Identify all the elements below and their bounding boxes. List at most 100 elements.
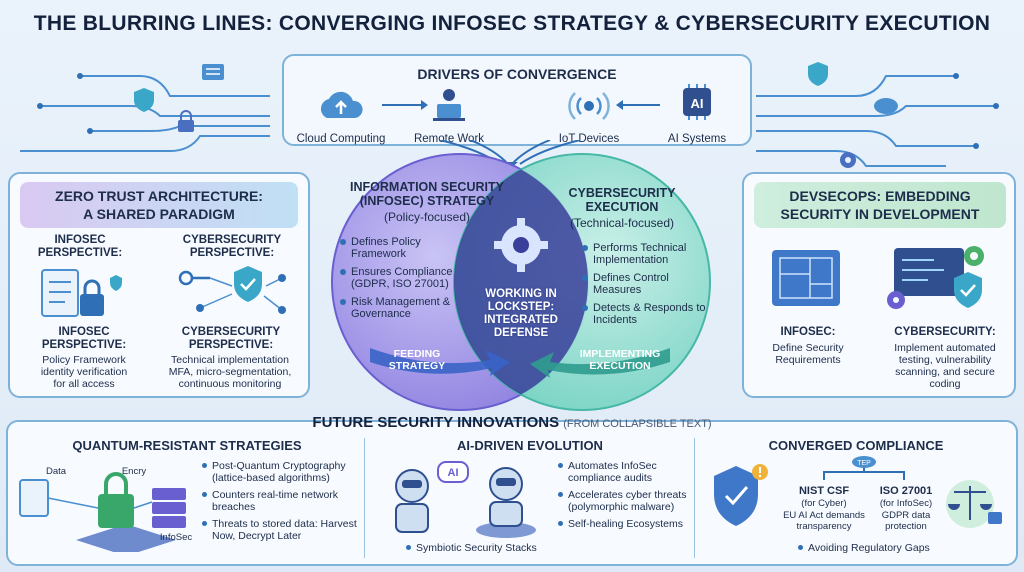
quantum-lock-icon (19, 472, 186, 552)
devsecops-infosec-heading: INFOSEC: (780, 326, 836, 338)
cyber-perspective-heading: CYBERSECURITY PERSPECTIVE: (182, 234, 282, 259)
driver-ai-systems: AI AI Systems (642, 84, 752, 145)
devsecops-cyber-text: Implement automated testing, vulnerabili… (894, 342, 996, 390)
feeding-strategy-label: FEEDING STRATEGY (388, 348, 446, 372)
driver-cloud-computing: Cloud Computing (286, 84, 396, 145)
ai-list: Automates InfoSec compliance audits Acce… (558, 460, 688, 535)
gear-icon (494, 218, 548, 272)
devsecops-title: DEVSECOPS: EMBEDDING SECURITY IN DEVELOP… (754, 182, 1006, 228)
key-network-icon (178, 266, 286, 314)
ai-section: AI-DRIVEN EVOLUTION AI Automates InfoSec… (370, 432, 690, 560)
compliance-bottom-list: Avoiding Regulatory Gaps (798, 542, 978, 559)
list-item: Self-healing Ecosystems (558, 518, 688, 530)
zero-trust-title-line1: ZERO TRUST ARCHITECTURE: (55, 188, 263, 204)
cyber-execution-title: CYBERSECURITY EXECUTION (568, 186, 676, 214)
blueprint-icon (772, 250, 840, 306)
list-item: Counters real-time network breaches (202, 489, 362, 513)
list-item: Defines Control Measures (582, 272, 712, 296)
scales-icon (946, 480, 1002, 528)
shield-icon (808, 62, 828, 86)
future-title-text: FUTURE SECURITY INNOVATIONS (312, 414, 560, 431)
divider (694, 438, 695, 558)
infosec-strategy-subtitle: (Policy-focused) (383, 210, 471, 224)
nist-csf-title: NIST CSF (798, 485, 850, 497)
driver-label: Remote Work (413, 133, 485, 145)
infosec-strategy-list: Defines Policy Framework Ensures Complia… (340, 236, 475, 326)
ai-chip-icon: AI (683, 84, 711, 120)
zero-trust-title: ZERO TRUST ARCHITECTURE: A SHARED PARADI… (20, 182, 298, 228)
list-item: Symbiotic Security Stacks (406, 542, 606, 554)
devsecops-panel: DEVSECOPS: EMBEDDING SECURITY IN DEVELOP… (742, 172, 1016, 398)
infosec-perspective-text: Policy Framework identity verification f… (40, 354, 128, 390)
compliance-badge: TEP (857, 460, 871, 467)
list-item: Threats to stored data: Harvest Now, Dec… (202, 518, 362, 542)
implementing-execution-label: IMPLEMENTING EXECUTION (579, 348, 661, 372)
lock-icon (178, 110, 194, 132)
remote-worker-icon (433, 89, 465, 121)
policy-document-icon (41, 269, 122, 317)
iso-27001-sub: (for InfoSec) (879, 498, 933, 509)
flow-arrow (382, 100, 428, 110)
list-item: Performs Technical Implementation (582, 242, 712, 266)
list-item: Avoiding Regulatory Gaps (798, 542, 978, 554)
code-gear-shield-icon (887, 246, 984, 309)
gear-icon (840, 152, 856, 168)
list-item: Accelerates cyber threats (polymorphic m… (558, 489, 688, 513)
shield-icon (134, 88, 154, 112)
devsecops-infosec-text: Define Security Requirements (772, 342, 844, 366)
list-item: Detects & Responds to Incidents (582, 302, 712, 326)
cyber-perspective-text: Technical implementation MFA, micro-segm… (168, 354, 292, 390)
compliance-title: CONVERGED COMPLIANCE (768, 438, 944, 453)
zero-trust-title-line2: A SHARED PARADIGM (83, 206, 235, 222)
future-title-note: (FROM COLLAPSIBLE TEXT) (563, 418, 712, 430)
ai-chip-text: AI (691, 96, 704, 111)
quantum-label-encry: Encry (121, 466, 147, 477)
convergence-venn: INFORMATION SECURITY (INFOSEC) STRATEGY … (310, 150, 730, 415)
devsecops-title-line1: DEVSECOPS: EMBEDDING (789, 188, 971, 204)
driver-label: Cloud Computing (296, 133, 386, 145)
driver-remote-work: Remote Work (394, 84, 504, 145)
feeding-arrow (370, 348, 510, 376)
right-circuit-decoration (756, 62, 999, 168)
ai-robot-icon (395, 461, 536, 538)
flow-arrow (616, 100, 660, 110)
quantum-section: QUANTUM-RESISTANT STRATEGIES Data Encry … (12, 432, 362, 560)
future-innovations-title: FUTURE SECURITY INNOVATIONS (FROM COLLAP… (0, 414, 1024, 431)
cyber-execution-subtitle: (Technical-focused) (569, 216, 675, 230)
cloud-icon (874, 98, 898, 114)
integrated-defense-label: WORKING IN LOCKSTEP: INTEGRATED DEFENSE (484, 288, 558, 339)
page-title: THE BLURRING LINES: CONVERGING INFOSEC S… (33, 12, 991, 35)
list-item: Post-Quantum Cryptography (lattice-based… (202, 460, 362, 484)
quantum-title: QUANTUM-RESISTANT STRATEGIES (72, 438, 302, 453)
divider (364, 438, 365, 558)
infosec-perspective-heading-bottom: INFOSEC PERSPECTIVE: (41, 326, 127, 351)
compliance-branch-icon (823, 456, 905, 480)
cloud-upload-icon (320, 91, 363, 118)
quantum-list: Post-Quantum Cryptography (lattice-based… (202, 460, 362, 547)
venn-circles (331, 153, 711, 411)
gdpr-text: GDPR data protection (881, 510, 931, 532)
iot-signal-icon (568, 92, 610, 120)
compliance-shield-icon (714, 464, 768, 526)
nist-csf-sub: (for Cyber) (801, 498, 847, 509)
cyber-perspective-heading-bottom: CYBERSECURITY PERSPECTIVE: (181, 326, 281, 351)
implementing-arrow (530, 348, 670, 378)
list-item: Risk Management & Governance (340, 296, 475, 320)
ai-speech-bubble: AI (447, 467, 459, 479)
list-item: Automates InfoSec compliance audits (558, 460, 688, 484)
infosec-strategy-title: INFORMATION SECURITY (INFOSEC) STRATEGY (350, 180, 504, 208)
driver-label: AI Systems (667, 133, 727, 145)
devsecops-cyber-heading: CYBERSECURITY: (894, 326, 996, 338)
infosec-perspective-heading: INFOSEC PERSPECTIVE: (37, 234, 123, 259)
left-circuit-decoration (20, 64, 270, 152)
drivers-title: DRIVERS OF CONVERGENCE (417, 66, 617, 82)
iso-27001-title: ISO 27001 (879, 485, 933, 497)
server-icon (202, 64, 224, 80)
quantum-label-infosec: InfoSec (159, 532, 193, 543)
cyber-execution-list: Performs Technical Implementation Define… (582, 242, 712, 332)
compliance-section: CONVERGED COMPLIANCE TEP NIST CSF (for C… (700, 432, 1012, 560)
zero-trust-panel: ZERO TRUST ARCHITECTURE: A SHARED PARADI… (8, 172, 310, 398)
list-item: Defines Policy Framework (340, 236, 475, 260)
devsecops-title-line2: SECURITY IN DEVELOPMENT (780, 206, 980, 222)
drivers-panel: DRIVERS OF CONVERGENCE Cloud Computing R… (282, 54, 752, 146)
